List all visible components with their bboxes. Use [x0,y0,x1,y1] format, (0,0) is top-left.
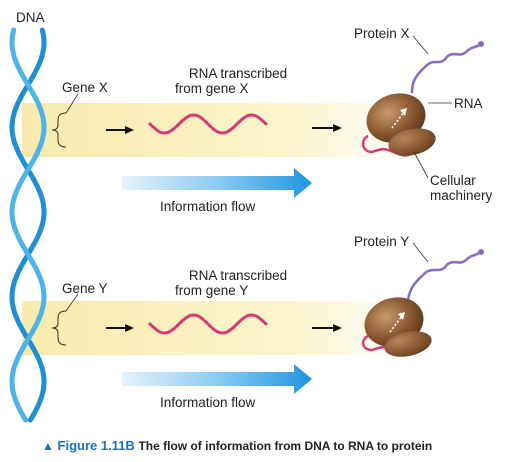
protein-x-label: Protein X [354,26,410,41]
rna-strand-x [148,113,268,135]
protein-y-leader [412,242,429,263]
gene-x-label: Gene X [62,80,108,95]
cellular-machinery-leader [413,151,429,179]
caption-triangle-icon: ▲ [42,439,54,453]
rna-transcribed-y-label: RNA transcribed from gene Y [170,268,306,298]
gene-x-leader [65,93,79,114]
protein-y-label: Protein Y [354,234,410,249]
translation-arrow-x [312,124,342,132]
information-flow-arrow-top [122,168,312,198]
transcription-arrow-x [106,126,134,134]
figure-caption: ▲ Figure 1.11B The flow of information f… [42,438,432,453]
dna-label: DNA [16,10,45,25]
figure-label: Figure 1.11B [57,438,135,453]
rna-transcribed-y-line1: RNA transcribed [188,268,288,283]
protein-x-chain [410,42,482,94]
translation-arrow-y [312,324,342,332]
ribosome-x [361,93,436,157]
information-flow-label-bottom: Information flow [160,395,256,410]
rna-transcribed-x-line2: from gene X [175,81,249,96]
cellular-machinery-line2: machinery [430,188,493,203]
rna-transcribed-x-line1: RNA transcribed [188,66,288,81]
gene-y-leader [65,293,79,312]
ribosome-y [361,297,432,357]
rna-label: RNA [454,96,483,111]
cellular-machinery-line1: Cellular [430,173,476,188]
dna-double-helix [9,27,47,423]
gene-x-bracket [51,112,67,148]
cellular-machinery-label: Cellular machinery [430,173,492,203]
protein-x-leader [412,35,429,55]
rna-transcribed-y-line2: from gene Y [175,283,249,298]
rna-transcribed-x-label: RNA transcribed from gene X [170,66,306,96]
gene-y-label: Gene Y [62,281,108,296]
caption-text: The flow of information from DNA to RNA … [138,439,433,453]
protein-y-chain [406,250,482,302]
gene-y-band [22,301,412,355]
information-flow-label-top: Information flow [160,199,256,214]
gene-y-bracket [51,310,67,346]
rna-strand-y [148,313,268,335]
transcription-arrow-y [106,324,134,332]
information-flow-arrow-bottom [122,364,312,394]
